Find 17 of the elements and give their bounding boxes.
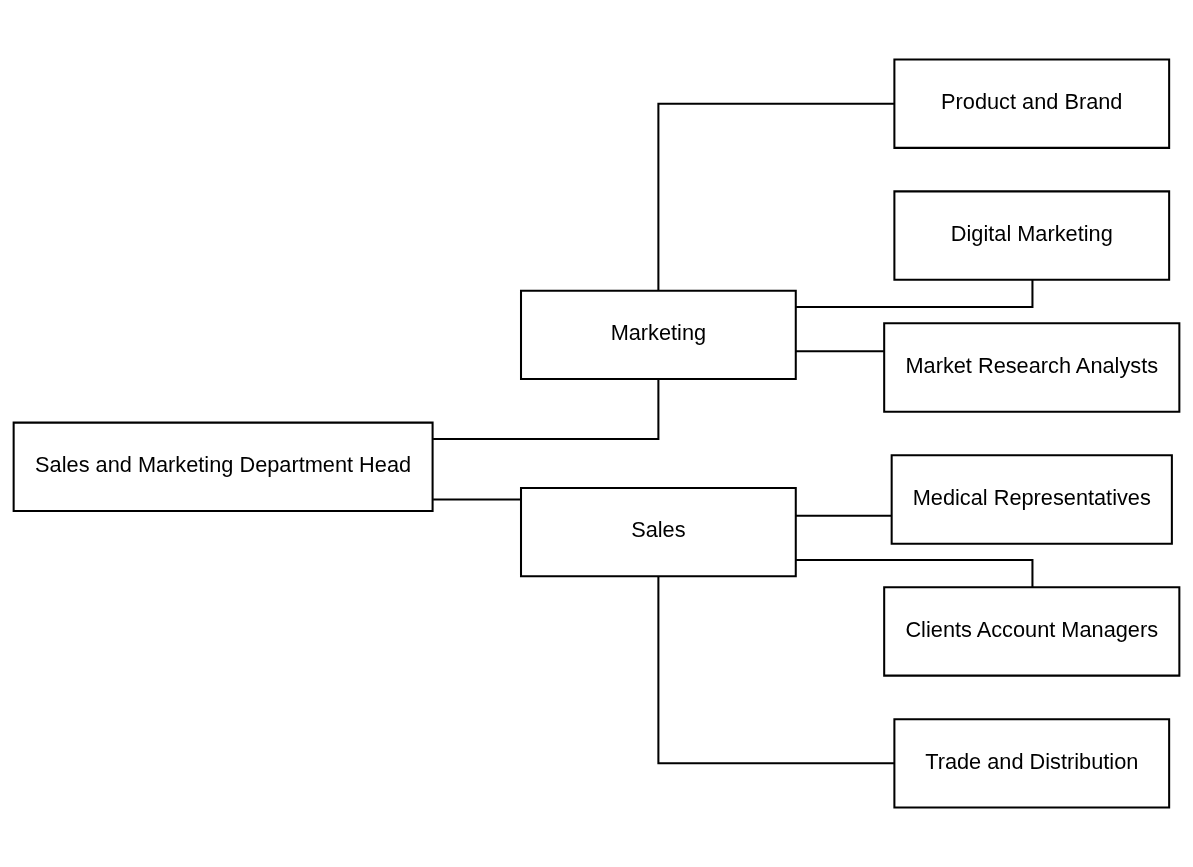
node-box: Sales bbox=[520, 486, 797, 578]
connector bbox=[657, 576, 895, 765]
connector bbox=[433, 498, 521, 501]
connector bbox=[795, 514, 892, 517]
node-box: Product and Brand bbox=[893, 58, 1171, 149]
connector bbox=[795, 350, 884, 353]
connector bbox=[657, 102, 895, 291]
node-box: Trade and Distribution bbox=[893, 718, 1171, 809]
node-box: Clients Account Managers bbox=[883, 586, 1181, 677]
connector bbox=[796, 559, 1034, 587]
connector bbox=[433, 379, 660, 440]
node-box: Sales and Marketing Department Head bbox=[12, 421, 434, 513]
connector bbox=[796, 280, 1034, 308]
node-box: Marketing bbox=[520, 289, 797, 381]
node-box: Medical Representatives bbox=[890, 454, 1173, 545]
node-box: Market Research Analysts bbox=[883, 322, 1181, 413]
node-box: Digital Marketing bbox=[893, 190, 1171, 281]
